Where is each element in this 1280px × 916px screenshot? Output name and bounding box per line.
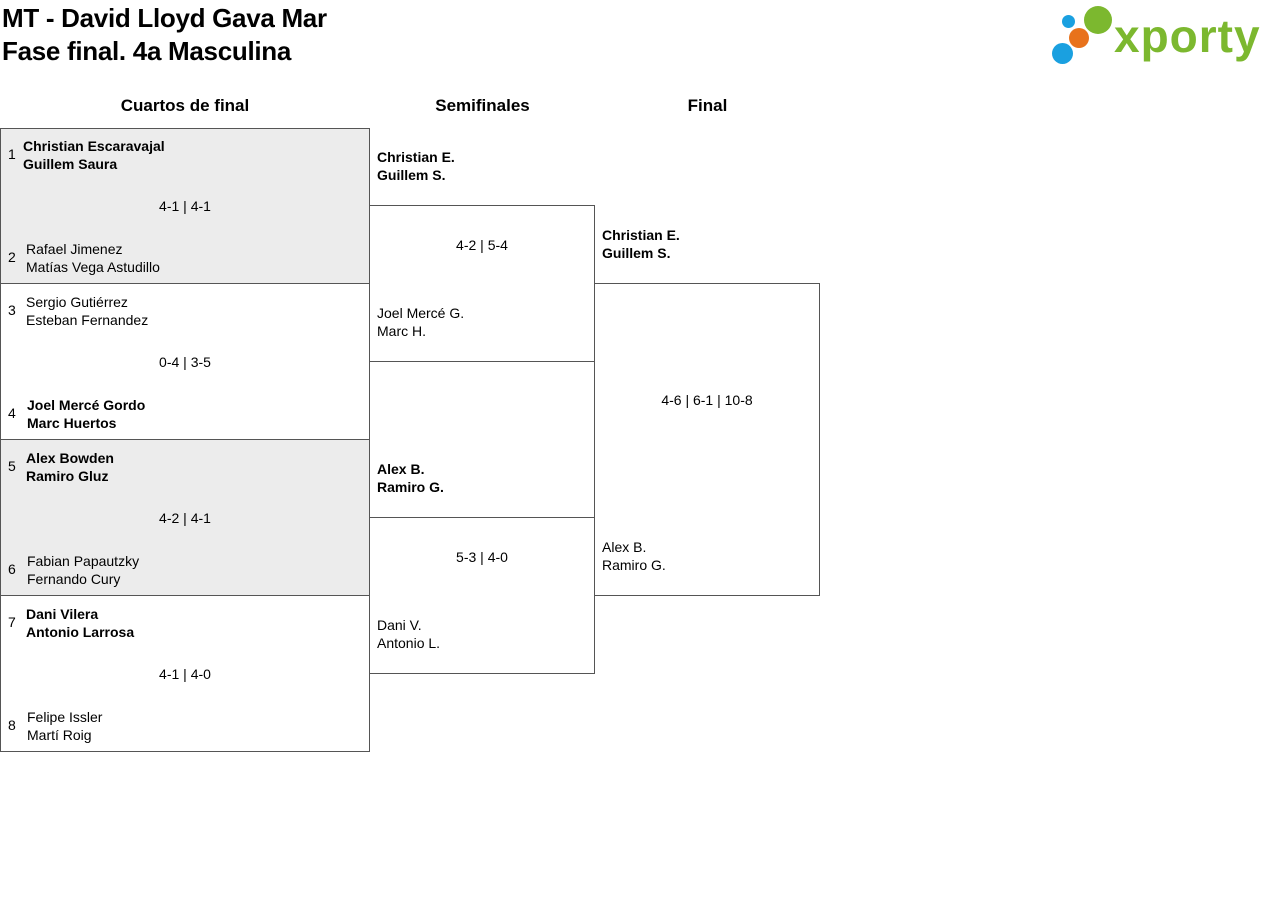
- qf-match-4[interactable]: 7 Dani Vilera Antonio Larrosa 4-1 | 4-0 …: [0, 595, 370, 752]
- player-name: Fabian Papautzky: [27, 553, 140, 569]
- match-score: 4-6 | 6-1 | 10-8: [661, 392, 753, 408]
- player-name: Alex B.: [602, 539, 647, 555]
- sf1-team-top[interactable]: Christian E. Guillem S.: [377, 148, 455, 184]
- team-loser[interactable]: Fabian Papautzky Fernando Cury: [27, 552, 139, 588]
- player-name: Martí Roig: [27, 727, 92, 743]
- round-header-quarterfinals: Cuartos de final: [120, 96, 250, 115]
- final-team-top[interactable]: Christian E. Guillem S.: [602, 226, 680, 262]
- player-name: Fernando Cury: [27, 571, 121, 587]
- draw-subtitle: Fase final. 4a Masculina: [2, 36, 292, 66]
- player-name: Christian Escaravajal: [23, 138, 165, 154]
- player-name: Sergio Gutiérrez: [26, 294, 128, 310]
- player-name: Esteban Fernandez: [26, 312, 149, 328]
- sf1-team-bottom[interactable]: Joel Mercé G. Marc H.: [377, 304, 464, 340]
- player-name: Dani Vilera: [26, 606, 99, 622]
- team-loser[interactable]: Rafael Jimenez Matías Vega Astudillo: [26, 240, 160, 276]
- player-name: Joel Mercé Gordo: [27, 397, 146, 413]
- seed-number: 4: [8, 405, 16, 421]
- player-name: Guillem S.: [602, 245, 671, 261]
- seed-number: 3: [8, 302, 16, 318]
- sf-match-1[interactable]: 4-2 | 5-4 Joel Mercé G. Marc H.: [369, 205, 595, 362]
- sf2-team-bottom[interactable]: Dani V. Antonio L.: [377, 616, 440, 652]
- logo-dot-green: [1084, 6, 1112, 34]
- final-match[interactable]: 4-6 | 6-1 | 10-8 Alex B. Ramiro G.: [594, 283, 820, 596]
- team-winner[interactable]: Dani Vilera Antonio Larrosa: [26, 605, 134, 641]
- round-header-semifinals: Semifinales: [435, 96, 530, 115]
- team-winner[interactable]: Joel Mercé Gordo Marc Huertos: [27, 396, 145, 432]
- seed-number: 7: [8, 614, 16, 630]
- logo-dot-blue: [1052, 43, 1073, 64]
- player-name: Alex B.: [377, 461, 425, 477]
- player-name: Ramiro G.: [602, 557, 666, 573]
- player-name: Guillem Saura: [23, 156, 118, 172]
- seed-number: 1: [8, 146, 16, 162]
- player-name: Guillem S.: [377, 167, 446, 183]
- player-name: Antonio L.: [377, 635, 441, 651]
- player-name: Ramiro Gluz: [26, 468, 109, 484]
- match-score: 4-1 | 4-0: [159, 666, 211, 682]
- logo-dot-orange: [1069, 28, 1089, 48]
- seed-number: 2: [8, 249, 16, 265]
- logo-dot-blue-small: [1062, 15, 1075, 28]
- team-winner[interactable]: Alex Bowden Ramiro Gluz: [26, 449, 114, 485]
- xporty-logo[interactable]: xporty: [1050, 4, 1276, 68]
- sf2-team-top[interactable]: Alex B. Ramiro G.: [377, 460, 444, 496]
- player-name: Dani V.: [377, 617, 422, 633]
- seed-number: 8: [8, 717, 16, 733]
- seed-number: 6: [8, 561, 16, 577]
- round-header-final: Final: [687, 96, 728, 115]
- player-name: Rafael Jimenez: [26, 241, 123, 257]
- match-score: 5-3 | 4-0: [456, 549, 508, 565]
- match-score: 0-4 | 3-5: [159, 354, 211, 370]
- match-score: 4-2 | 5-4: [456, 237, 508, 253]
- player-name: Alex Bowden: [26, 450, 114, 466]
- qf-match-2[interactable]: 3 Sergio Gutiérrez Esteban Fernandez 0-4…: [0, 283, 370, 440]
- team-winner[interactable]: Christian Escaravajal Guillem Saura: [23, 137, 165, 173]
- player-name: Matías Vega Astudillo: [26, 259, 160, 275]
- qf-match-1[interactable]: 1 Christian Escaravajal Guillem Saura 4-…: [0, 128, 370, 284]
- qf-match-3[interactable]: 5 Alex Bowden Ramiro Gluz 4-2 | 4-1 6 Fa…: [0, 439, 370, 596]
- player-name: Marc H.: [377, 323, 426, 339]
- match-score: 4-2 | 4-1: [159, 510, 211, 526]
- match-score: 4-1 | 4-1: [159, 198, 211, 214]
- team-loser[interactable]: Sergio Gutiérrez Esteban Fernandez: [26, 293, 148, 329]
- final-team-bottom[interactable]: Alex B. Ramiro G.: [602, 538, 666, 574]
- team-loser[interactable]: Felipe Issler Martí Roig: [27, 708, 102, 744]
- player-name: Joel Mercé G.: [377, 305, 465, 321]
- seed-number: 5: [8, 458, 16, 474]
- player-name: Ramiro G.: [377, 479, 444, 495]
- player-name: Felipe Issler: [27, 709, 103, 725]
- player-name: Antonio Larrosa: [26, 624, 135, 640]
- tournament-title: MT - David Lloyd Gava Mar: [2, 3, 327, 33]
- player-name: Christian E.: [377, 149, 455, 165]
- player-name: Christian E.: [602, 227, 680, 243]
- sf-match-2[interactable]: 5-3 | 4-0 Dani V. Antonio L.: [369, 517, 595, 674]
- logo-wordmark: xporty: [1114, 10, 1261, 62]
- player-name: Marc Huertos: [27, 415, 117, 431]
